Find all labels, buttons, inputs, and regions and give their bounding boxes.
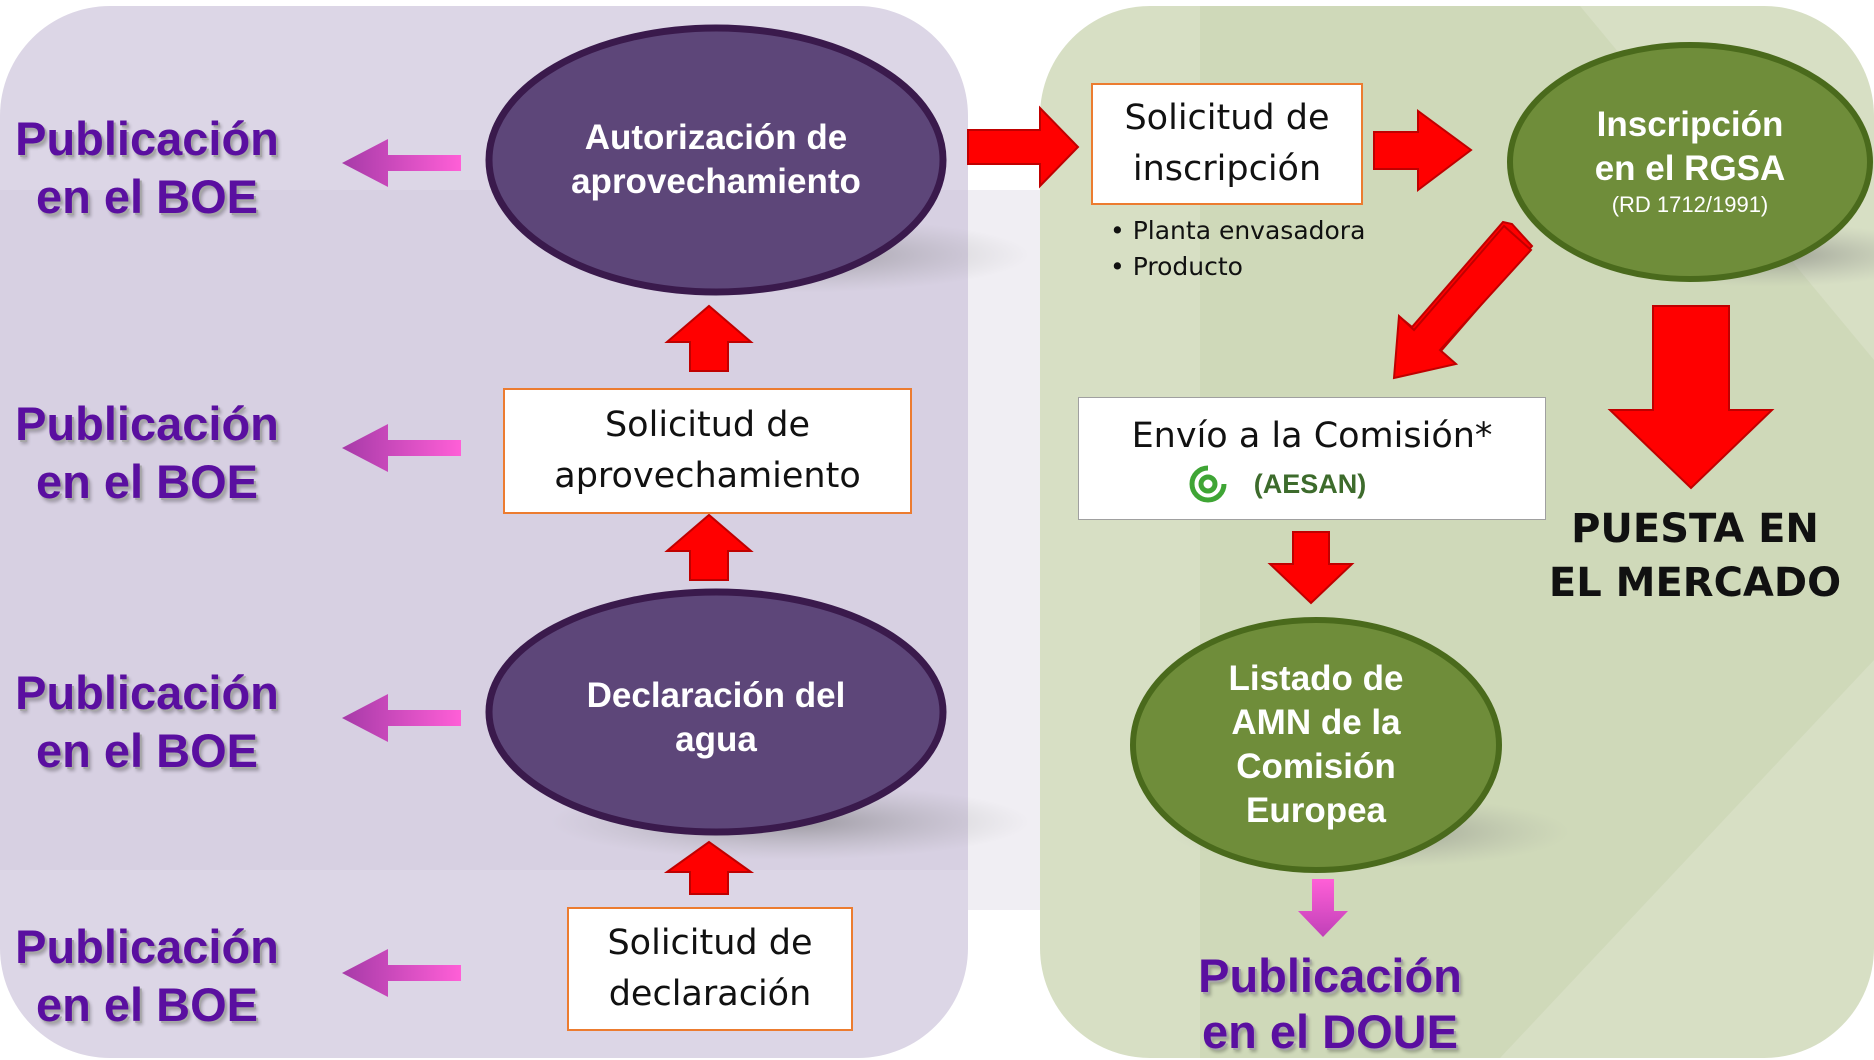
publication-doue-line-2: en el DOUE [1202,1005,1458,1058]
declaracion-line-1: Declaración del [586,676,846,715]
solicitud-declaracion-line-1: Solicitud de [607,923,813,963]
publication-doue-line-1: Publicación [1198,949,1462,1002]
listado-line-4: Europea [1245,791,1387,830]
solicitud-declaracion-box: Solicitud de declaración [567,907,853,1031]
watermark-band [968,190,1040,910]
autorizacion-ellipse [485,24,947,296]
publication-boe-1: Publicación en el BOE [0,110,297,226]
rgsa-label: Inscripción en el RGSA (RD 1712/1991) [1535,98,1845,224]
rgsa-ellipse [1507,42,1873,282]
publication-line-2: en el BOE [35,455,258,508]
aesan-label: (AESAN) [1253,469,1367,499]
declaracion-ellipse [485,588,947,836]
autorizacion-line-1: Autorización de [584,118,848,157]
magenta-arrow-4 [342,949,461,997]
autorizacion-label: Autorización de aprovechamiento [516,110,916,210]
listado-ellipse [1130,617,1502,873]
puesta-line-1: PUESTA EN [1571,506,1819,552]
rgsa-line-2: en el RGSA [1594,149,1786,188]
aesan-logo-icon [1189,465,1227,503]
puesta-mercado-label: PUESTA EN EL MERCADO [1545,502,1845,610]
listado-line-1: Listado de [1228,659,1404,698]
magenta-arrow-3 [342,694,461,742]
publication-line-1: Publicación [15,920,279,973]
publication-line-2: en el BOE [35,170,258,223]
publication-line-1: Publicación [15,112,279,165]
red-arrow-down-small [1267,531,1355,605]
publication-boe-3: Publicación en el BOE [0,664,297,780]
puesta-line-2: EL MERCADO [1548,560,1842,606]
publication-line-1: Publicación [15,666,279,719]
listado-line-3: Comisión [1236,747,1396,786]
magenta-arrow-1 [342,139,461,187]
inscripcion-bullet-list: Planta envasadora Producto [1110,213,1366,285]
publication-line-2: en el BOE [35,724,258,777]
solicitud-aprovechamiento-line-2: aprovechamiento [554,456,861,496]
publication-line-2: en el BOE [35,978,258,1031]
declaracion-label: Declaración del agua [516,668,916,768]
publication-boe-2: Publicación en el BOE [0,395,297,511]
rgsa-line-1: Inscripción [1596,105,1784,144]
red-arrow-right-1 [967,105,1080,189]
solicitud-declaracion-line-2: declaración [608,974,812,1014]
solicitud-inscripcion-line-1: Solicitud de [1124,98,1330,138]
solicitud-inscripcion-box: Solicitud de inscripción [1091,83,1363,205]
red-arrow-up-3 [663,840,755,895]
publication-doue: Publicación en el DOUE [1180,948,1480,1060]
rgsa-reference: (RD 1712/1991) [1611,192,1769,217]
envio-comision-box: Envío a la Comisión* (AESAN) [1078,397,1546,520]
listado-line-2: AMN de la [1231,703,1401,742]
publication-boe-4: Publicación en el BOE [0,918,297,1034]
solicitud-aprovechamiento-line-1: Solicitud de [604,405,811,445]
solicitud-inscripcion-line-2: inscripción [1132,149,1322,189]
listado-label: Listado de AMN de la Comisión Europea [1166,655,1466,835]
envio-comision-label: Envío a la Comisión* [1131,416,1493,456]
magenta-arrow-2 [342,424,461,472]
bullet-planta: Planta envasadora [1110,213,1366,249]
magenta-arrow-down [1298,879,1348,937]
autorizacion-line-2: aprovechamiento [571,162,861,201]
solicitud-aprovechamiento-box: Solicitud de aprovechamiento [503,388,912,514]
declaracion-line-2: agua [675,720,757,759]
red-arrow-up-2 [664,513,754,581]
red-arrow-down-big [1607,305,1775,490]
aesan-row: (AESAN) [1188,460,1367,508]
red-arrow-diagonal [1392,220,1534,380]
red-arrow-up-1 [664,304,754,372]
red-arrow-right-2 [1373,109,1473,193]
publication-line-1: Publicación [15,397,279,450]
bullet-producto: Producto [1110,249,1365,285]
